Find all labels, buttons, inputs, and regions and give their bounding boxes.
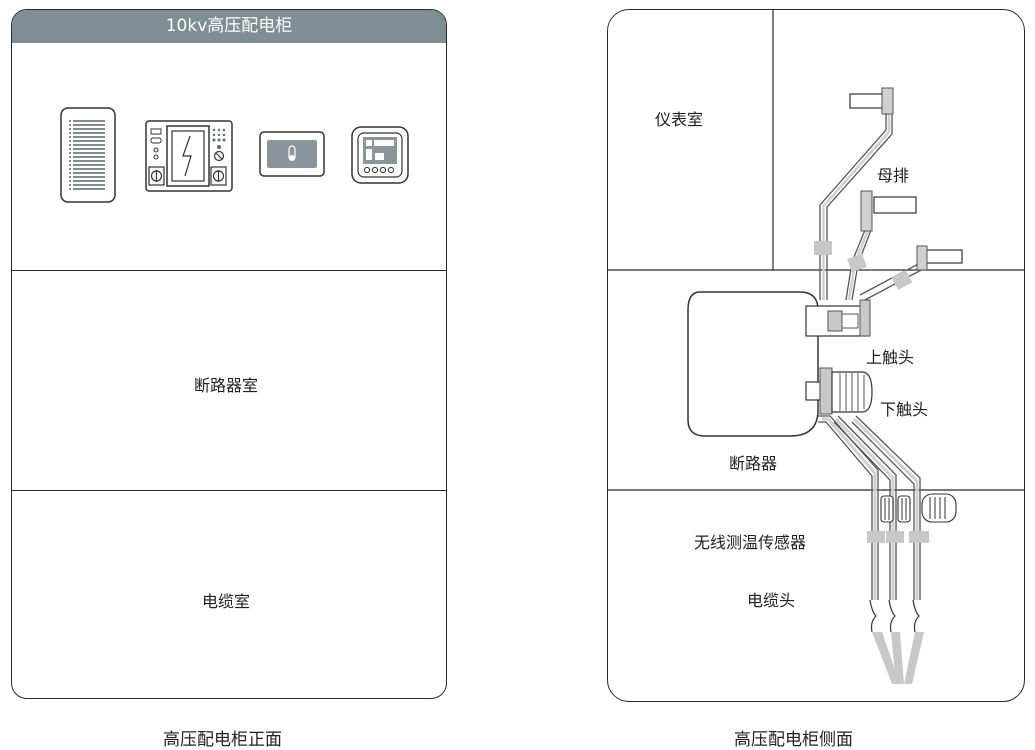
upper-contact-label: 上触头 <box>866 348 915 367</box>
indicator-panel-icon <box>60 107 116 203</box>
instrument-room-label: 仪表室 <box>655 110 704 129</box>
cable-head-label: 电缆头 <box>747 591 796 610</box>
side-view-caption: 高压配电柜侧面 <box>734 730 853 750</box>
front-divider-lower <box>12 490 446 491</box>
breaker-room-label: 断路器室 <box>194 376 259 395</box>
cabinet-header-title: 10kv高压配电柜 <box>12 10 446 43</box>
lower-contact-label: 下触头 <box>880 400 929 419</box>
control-screen-icon <box>351 126 409 184</box>
front-divider-upper <box>12 270 446 271</box>
busbar-label: 母排 <box>877 166 910 185</box>
breaker-label: 断路器 <box>729 454 778 473</box>
front-view-caption: 高压配电柜正面 <box>163 730 282 750</box>
cable-room-label: 电缆室 <box>202 592 251 611</box>
switch-panel-icon <box>145 120 233 192</box>
wireless-sensor-label: 无线测温传感器 <box>694 533 807 552</box>
temperature-display-icon <box>259 131 325 177</box>
